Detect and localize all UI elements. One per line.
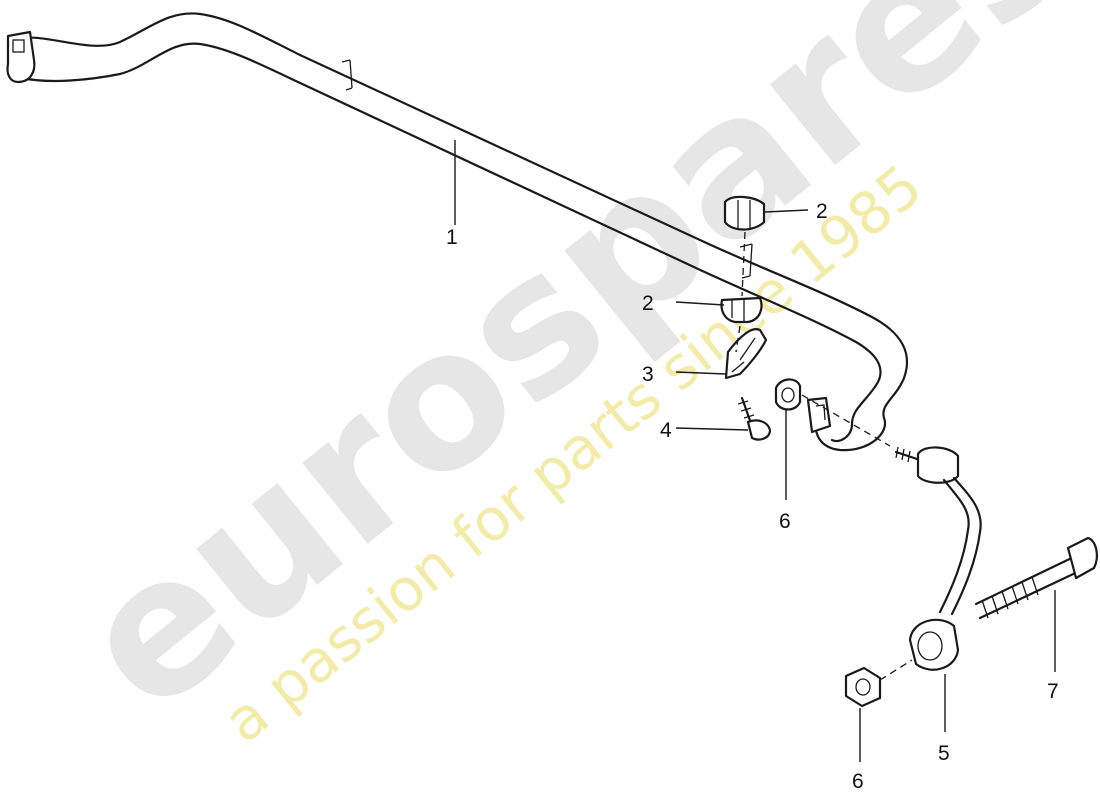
- callout-nut-upper: 6: [779, 510, 791, 533]
- callout-clamp: 3: [642, 363, 654, 386]
- long-bolt[interactable]: [974, 536, 1098, 620]
- callout-coupling-rod: 5: [938, 742, 950, 765]
- nut-lower[interactable]: [844, 666, 882, 708]
- callout-stabilizer-bar: 1: [446, 226, 458, 249]
- callout-bushing-lower: 2: [642, 292, 654, 315]
- callout-clamp-bolt: 4: [660, 419, 672, 442]
- bushing-lower[interactable]: [720, 296, 763, 324]
- clamp-bolt[interactable]: [737, 396, 772, 441]
- nut-upper[interactable]: [774, 378, 802, 411]
- bushing-upper[interactable]: [723, 195, 766, 231]
- callout-bolt: 7: [1047, 680, 1059, 703]
- callout-bushing-upper: 2: [816, 200, 828, 223]
- callouts: 1 2 2 3 4 6 5 7 6: [446, 200, 1059, 793]
- clamp[interactable]: [724, 328, 768, 380]
- bar-end-eye: [806, 396, 832, 434]
- leader-lines: [454, 140, 1056, 762]
- stabilizer-bar[interactable]: [6, 12, 908, 452]
- bar-sleeve: [341, 59, 353, 91]
- callout-nut-lower: 6: [852, 770, 864, 793]
- coupling-rod[interactable]: [894, 446, 982, 671]
- bar-end-mount: [6, 30, 36, 84]
- assembly-axes: [735, 231, 913, 681]
